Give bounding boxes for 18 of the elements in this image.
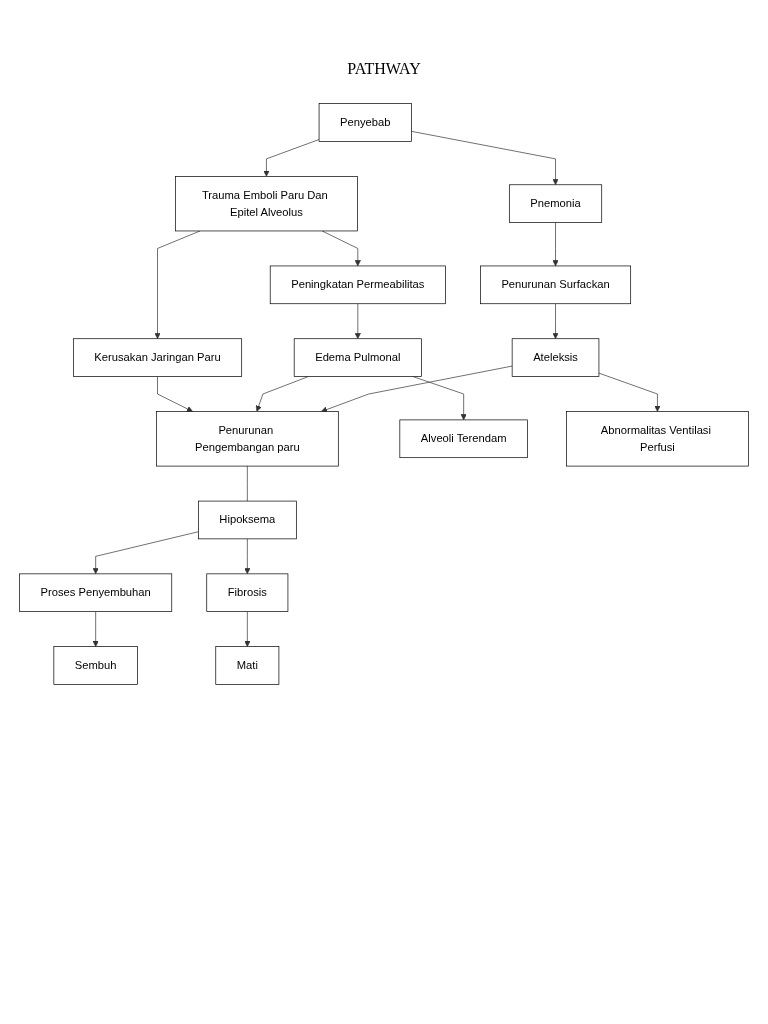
node-box: Peningkatan Permeabilitas <box>269 265 446 305</box>
node-box: Trauma Emboli Paru Dan Epitel Alveolus <box>175 176 358 232</box>
node-box: Penyebab <box>318 103 412 142</box>
node-box: Pnemonia <box>508 184 603 223</box>
node-box: Sembuh <box>53 646 138 685</box>
node-box: Penurunan Pengembangan paru <box>156 411 339 467</box>
node-box: Mati <box>215 646 280 685</box>
connector <box>247 465 248 502</box>
node-box: Penurunan Surfackan <box>480 265 632 305</box>
title: PATHWAY <box>346 60 422 78</box>
node-box: Ateleksis <box>511 338 600 377</box>
node-box: Kerusakan Jaringan Paru <box>73 338 243 377</box>
node-box: Abnormalitas Ventilasi Perfusi <box>566 411 749 467</box>
node-box: Fibrosis <box>206 573 289 612</box>
node-box: Edema Pulmonal <box>293 338 422 377</box>
node-box: Proses Penyembuhan <box>19 573 173 612</box>
node-box: Alveoli Terendam <box>399 419 528 459</box>
node-box: Hipoksema <box>198 500 297 540</box>
